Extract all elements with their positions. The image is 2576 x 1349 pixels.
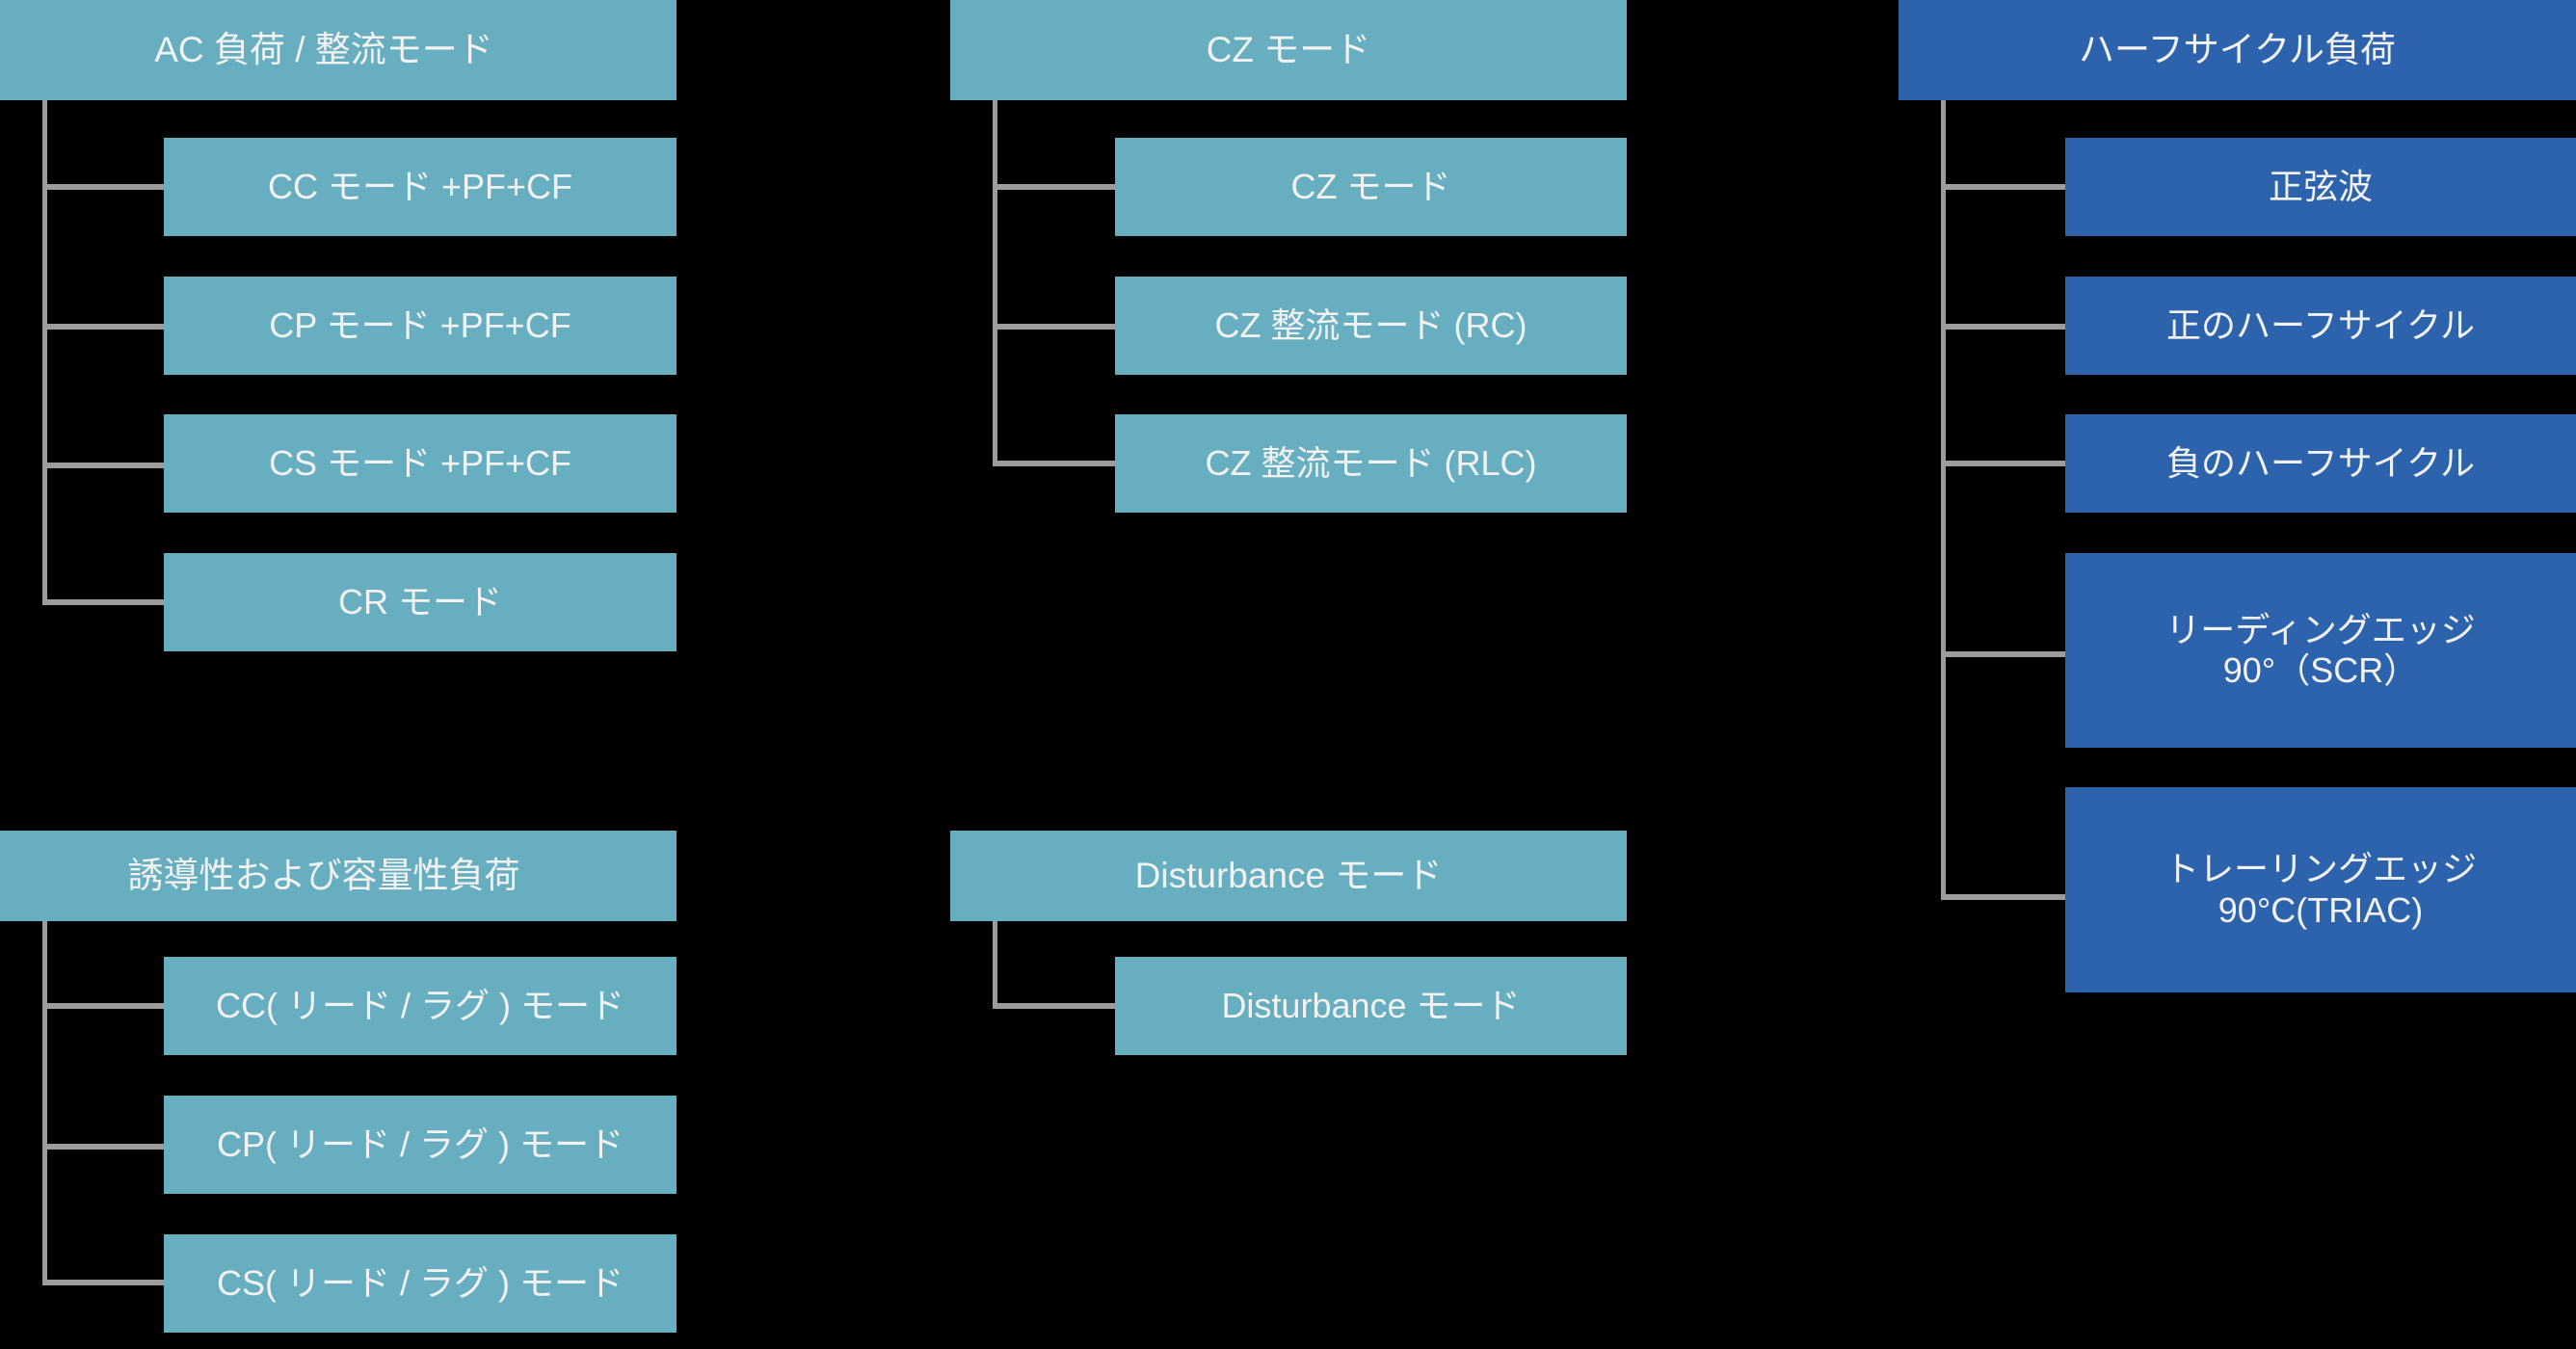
node-cs-lead-lag-mode[interactable]: CS( リード / ラグ ) モード bbox=[164, 1234, 677, 1333]
node-cs-mode-pf-cf[interactable]: CS モード +PF+CF bbox=[164, 414, 677, 513]
connector-vertical-group4 bbox=[42, 921, 47, 1285]
connector-horizontal-g3-c4 bbox=[1941, 651, 2066, 657]
connector-horizontal-g2-c2 bbox=[993, 324, 1116, 330]
connector-horizontal-g3-c5 bbox=[1941, 894, 2066, 900]
connector-horizontal-g1-c2 bbox=[42, 324, 166, 330]
node-cr-mode[interactable]: CR モード bbox=[164, 553, 677, 651]
connector-horizontal-g1-c1 bbox=[42, 184, 166, 190]
connector-horizontal-g2-c3 bbox=[993, 461, 1116, 466]
node-trailing-edge-triac[interactable]: トレーリングエッジ 90°C(TRIAC) bbox=[2065, 787, 2576, 992]
connector-vertical-group1 bbox=[42, 100, 47, 605]
connector-horizontal-g1-c3 bbox=[42, 463, 166, 468]
node-cz-mode[interactable]: CZ モード bbox=[1115, 138, 1627, 236]
node-cc-mode-pf-cf[interactable]: CC モード +PF+CF bbox=[164, 138, 677, 236]
connector-horizontal-g3-c2 bbox=[1941, 324, 2066, 330]
connector-horizontal-g3-c1 bbox=[1941, 184, 2066, 190]
node-leading-edge-scr[interactable]: リーディングエッジ 90°（SCR） bbox=[2065, 553, 2576, 748]
node-half-cycle-load-root[interactable]: ハーフサイクル負荷 bbox=[1899, 0, 2576, 100]
connector-horizontal-g5-c1 bbox=[993, 1003, 1116, 1009]
node-ac-load-root[interactable]: AC 負荷 / 整流モード bbox=[0, 0, 677, 100]
node-negative-half-cycle[interactable]: 負のハーフサイクル bbox=[2065, 414, 2576, 513]
node-inductive-capacitive-load-root[interactable]: 誘導性および容量性負荷 bbox=[0, 831, 677, 921]
connector-horizontal-g4-c1 bbox=[42, 1003, 166, 1009]
node-cp-lead-lag-mode[interactable]: CP( リード / ラグ ) モード bbox=[164, 1096, 677, 1194]
connector-horizontal-g3-c3 bbox=[1941, 461, 2066, 466]
connector-vertical-group3 bbox=[1941, 100, 1946, 900]
connector-vertical-group2 bbox=[993, 100, 997, 466]
node-cp-mode-pf-cf[interactable]: CP モード +PF+CF bbox=[164, 277, 677, 375]
node-cz-rectify-rlc[interactable]: CZ 整流モード (RLC) bbox=[1115, 414, 1627, 513]
connector-horizontal-g4-c3 bbox=[42, 1280, 166, 1285]
node-cz-mode-root[interactable]: CZ モード bbox=[950, 0, 1627, 100]
connector-horizontal-g4-c2 bbox=[42, 1144, 166, 1150]
connector-horizontal-g2-c1 bbox=[993, 184, 1116, 190]
node-sine-wave[interactable]: 正弦波 bbox=[2065, 138, 2576, 236]
node-cz-rectify-rc[interactable]: CZ 整流モード (RC) bbox=[1115, 277, 1627, 375]
connector-vertical-group5 bbox=[993, 921, 997, 1008]
node-disturbance-mode[interactable]: Disturbance モード bbox=[1115, 957, 1627, 1055]
node-positive-half-cycle[interactable]: 正のハーフサイクル bbox=[2065, 277, 2576, 375]
connector-horizontal-g1-c4 bbox=[42, 599, 166, 605]
node-disturbance-mode-root[interactable]: Disturbance モード bbox=[950, 831, 1627, 921]
node-cc-lead-lag-mode[interactable]: CC( リード / ラグ ) モード bbox=[164, 957, 677, 1055]
